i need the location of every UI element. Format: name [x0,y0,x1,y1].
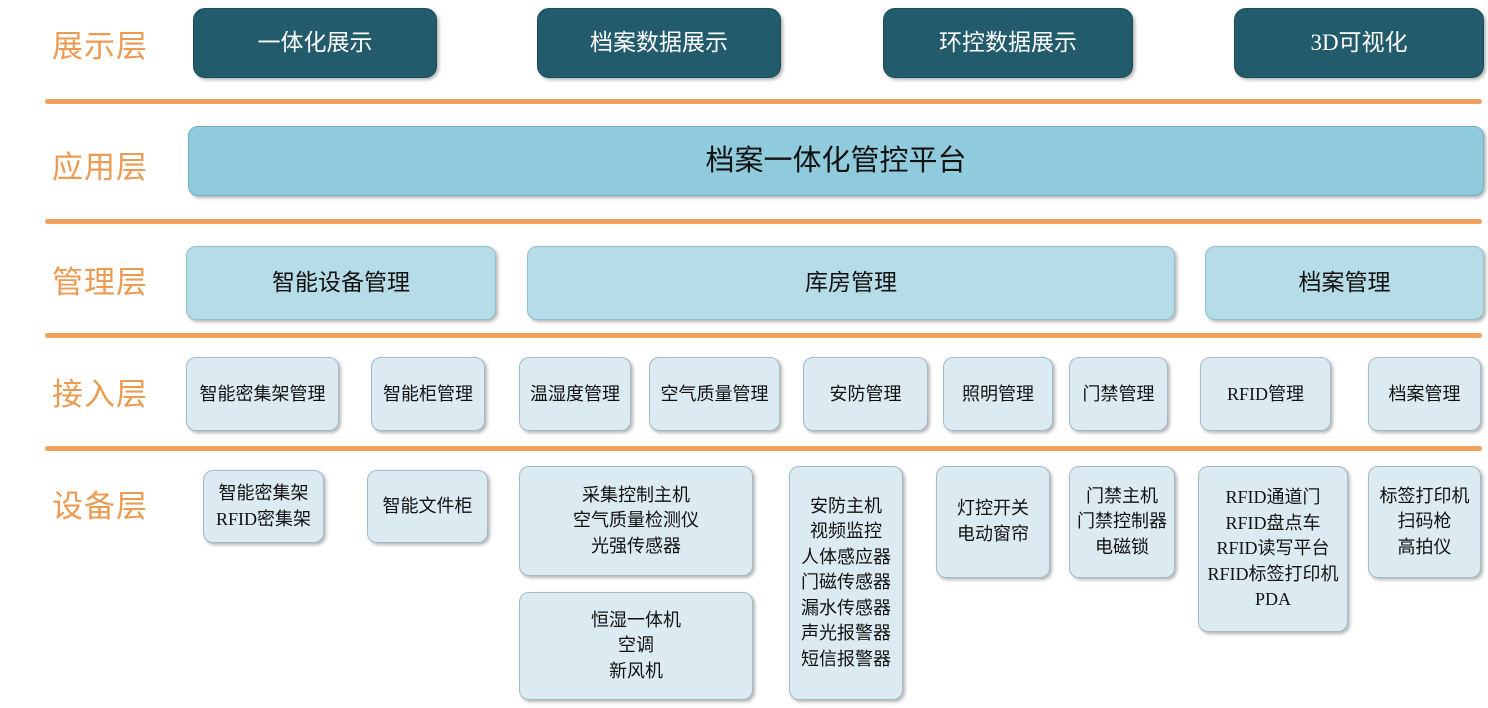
access-node-smart-cabinet-management[interactable]: 智能柜管理 [371,357,485,431]
device-line: 电磁锁 [1095,536,1149,557]
access-node-lighting-management[interactable]: 照明管理 [943,357,1053,431]
device-line: 采集控制主机 [582,484,690,505]
device-line: RFID密集架 [215,508,311,529]
device-line: 智能密集架 [218,482,309,503]
application-node-archive-integrated-platform[interactable]: 档案一体化管控平台 [188,126,1484,196]
presentation-node-3d-visualization[interactable]: 3D可视化 [1234,8,1484,78]
presentation-node-environment-data-display[interactable]: 环控数据展示 [883,8,1133,78]
device-node-collection-control-host-group[interactable]: 采集控制主机 空气质量检测仪 光强传感器 [519,466,753,576]
management-node-archive-management[interactable]: 档案管理 [1205,246,1484,320]
device-node-humidity-hvac-group[interactable]: 恒湿一体机 空调 新风机 [519,592,753,700]
access-node-rfid-management[interactable]: RFID管理 [1200,357,1331,431]
device-line: RFID通道门 [1225,487,1321,508]
device-line: 短信报警器 [801,648,891,669]
presentation-node-archive-data-display[interactable]: 档案数据展示 [537,8,781,78]
device-line: 恒湿一体机 [591,609,681,630]
access-node-archive-management[interactable]: 档案管理 [1368,357,1481,431]
device-line: 门磁传感器 [801,572,891,593]
device-line: 漏水传感器 [801,597,891,618]
device-line: 人体感应器 [801,546,891,567]
device-node-lighting-group[interactable]: 灯控开关 电动窗帘 [936,466,1050,578]
management-node-smart-device-management[interactable]: 智能设备管理 [186,246,496,320]
layer-label-presentation: 展示层 [52,29,148,64]
device-node-security-group[interactable]: 安防主机 视频监控 人体感应器 门磁传感器 漏水传感器 声光报警器 短信报警器 [789,466,903,700]
device-line: 声光报警器 [801,623,891,644]
device-line: 标签打印机 [1379,485,1470,506]
device-line: 视频监控 [810,521,882,542]
layer-label-management: 管理层 [52,265,148,300]
device-line: 门禁控制器 [1077,511,1167,532]
device-node-smart-file-cabinet[interactable]: 智能文件柜 [367,470,488,543]
device-line: 高拍仪 [1397,536,1452,557]
access-node-smart-compact-shelf-management[interactable]: 智能密集架管理 [186,357,339,431]
device-line: RFID标签打印机 [1207,563,1339,584]
divider-access-device [45,446,1482,451]
device-line: 扫码枪 [1397,511,1452,532]
device-line: PDA [1254,589,1291,610]
access-node-access-control-management[interactable]: 门禁管理 [1069,357,1168,431]
device-line: RFID盘点车 [1225,512,1321,533]
device-line: 安防主机 [810,495,882,516]
device-line: 灯控开关 [957,498,1029,519]
access-node-air-quality-management[interactable]: 空气质量管理 [649,357,780,431]
device-line: 门禁主机 [1086,485,1158,506]
layer-label-application: 应用层 [52,150,148,185]
access-node-temperature-humidity-management[interactable]: 温湿度管理 [519,357,631,431]
device-line: 新风机 [609,660,663,681]
device-line: 光强传感器 [591,535,681,556]
divider-application-management [45,219,1482,224]
layer-label-device: 设备层 [52,489,148,524]
device-line: 空调 [618,635,654,656]
device-node-access-control-group[interactable]: 门禁主机 门禁控制器 电磁锁 [1069,466,1175,578]
device-line: 空气质量检测仪 [573,510,699,531]
device-node-label-printer-group[interactable]: 标签打印机 扫码枪 高拍仪 [1368,466,1481,578]
layer-label-access: 接入层 [52,377,148,412]
device-line: RFID读写平台 [1216,538,1330,559]
device-line: 智能文件柜 [382,495,473,516]
device-node-rfid-group[interactable]: RFID通道门 RFID盘点车 RFID读写平台 RFID标签打印机 PDA [1198,466,1348,632]
divider-management-access [45,333,1482,338]
divider-presentation-application [45,99,1482,104]
device-node-smart-compact-shelf[interactable]: 智能密集架 RFID密集架 [203,470,324,543]
management-node-warehouse-management[interactable]: 库房管理 [527,246,1175,320]
device-line: 电动窗帘 [957,524,1029,544]
access-node-security-management[interactable]: 安防管理 [803,357,928,431]
presentation-node-integrated-display[interactable]: 一体化展示 [193,8,437,78]
